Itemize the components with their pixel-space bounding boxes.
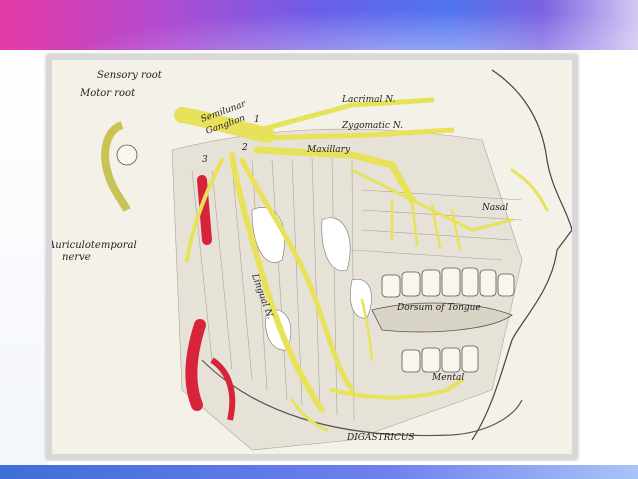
label-num-2: 2 [241, 143, 248, 153]
ear-disc [116, 144, 138, 166]
label-maxillary: Maxillary [306, 145, 351, 155]
image-frame: Sensory root Motor root Auriculotemporal… [46, 54, 578, 460]
top-decorative-banner [0, 0, 638, 50]
label-zygomatic: Zygomatic N. [341, 121, 403, 131]
label-sensory-root: Sensory root [97, 70, 163, 81]
label-digastricus: DIGASTRICUS [346, 433, 415, 443]
label-dorsum: Dorsum of Tongue [396, 303, 481, 313]
nerve-branches [174, 97, 549, 432]
label-auriculotemporal-nerve: nerve [62, 252, 91, 263]
label-mental: Mental [431, 373, 464, 383]
left-decoration [0, 50, 48, 465]
anatomy-drawing: Sensory root Motor root Auriculotemporal… [52, 69, 572, 451]
teeth [381, 267, 515, 373]
label-auriculotemporal: Auriculotemporal [52, 240, 137, 251]
label-motor-root: Motor root [79, 88, 136, 99]
arteries [185, 175, 236, 421]
label-nasal: Nasal [481, 203, 508, 213]
anatomy-illustration: Sensory root Motor root Auriculotemporal… [52, 60, 572, 454]
label-num-3: 3 [202, 155, 208, 165]
face-outline [471, 69, 572, 441]
label-lacrimal: Lacrimal N. [341, 95, 396, 105]
tongue [371, 302, 513, 333]
ear-canal [101, 121, 131, 212]
mandible [201, 359, 523, 437]
label-num-1: 1 [254, 115, 260, 125]
bottom-decorative-banner [0, 465, 638, 479]
